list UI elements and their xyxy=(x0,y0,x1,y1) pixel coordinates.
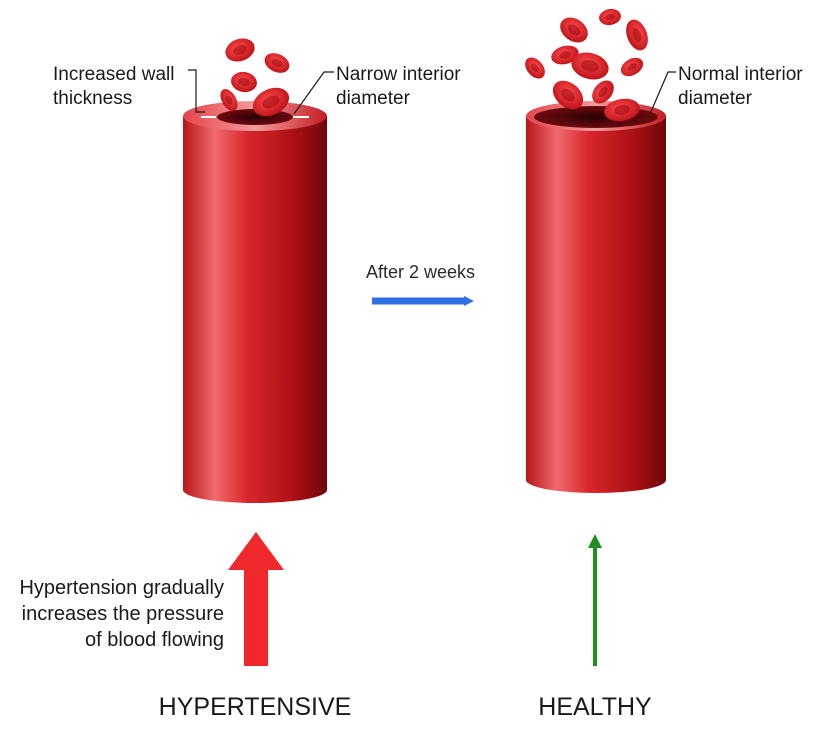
transition-arrow: After 2 weeks xyxy=(366,262,475,306)
blood-cell xyxy=(231,71,257,93)
callout-wall-thickness-line-1: Increased wall xyxy=(53,64,174,85)
callout-narrow-diameter: Narrow interior diameter xyxy=(293,64,461,115)
blood-cell xyxy=(551,45,579,65)
blood-cell xyxy=(560,17,588,43)
arrow-up-icon xyxy=(228,532,284,666)
blood-cell xyxy=(620,57,644,77)
pressure-arrow-high xyxy=(228,532,284,666)
callout-normal-diameter-line-2: diameter xyxy=(678,88,753,109)
callout-wall-thickness: Increased wall thickness xyxy=(53,64,205,113)
arrow-up-icon xyxy=(588,534,602,548)
vessel-body xyxy=(183,116,327,503)
pressure-note-line-2: increases the pressure xyxy=(22,603,224,625)
callout-narrow-diameter-line-2: diameter xyxy=(336,88,411,109)
pressure-note: Hypertension gradually increases the pre… xyxy=(19,577,224,651)
pressure-note-line-1: Hypertension gradually xyxy=(19,577,224,599)
pressure-note-line-3: of blood flowing xyxy=(85,629,224,651)
hypertensive-vessel xyxy=(183,101,327,503)
blood-cell xyxy=(626,19,648,51)
blood-cell xyxy=(225,38,255,62)
blood-cells-right xyxy=(525,8,648,122)
vessel-body xyxy=(526,116,666,493)
blood-cell xyxy=(552,80,584,110)
callout-normal-diameter-line-1: Normal interior xyxy=(678,64,803,85)
blood-cell xyxy=(252,87,290,117)
blood-cell xyxy=(264,53,290,73)
blood-cell xyxy=(599,8,621,26)
healthy-vessel xyxy=(526,101,666,493)
blood-cell xyxy=(571,52,609,80)
title-hypertensive: HYPERTENSIVE xyxy=(159,693,352,721)
blood-cell xyxy=(525,57,545,79)
blood-cell xyxy=(604,98,640,122)
transition-label: After 2 weeks xyxy=(366,262,475,282)
blood-cells-left xyxy=(220,38,290,117)
title-healthy: HEALTHY xyxy=(538,693,652,721)
callout-normal-diameter: Normal interior diameter xyxy=(649,64,803,115)
blood-cell xyxy=(220,89,238,111)
pressure-arrow-normal xyxy=(588,534,602,666)
callout-narrow-diameter-line-1: Narrow interior xyxy=(336,64,461,85)
callout-wall-thickness-line-2: thickness xyxy=(53,88,132,109)
blood-cell xyxy=(592,80,614,104)
